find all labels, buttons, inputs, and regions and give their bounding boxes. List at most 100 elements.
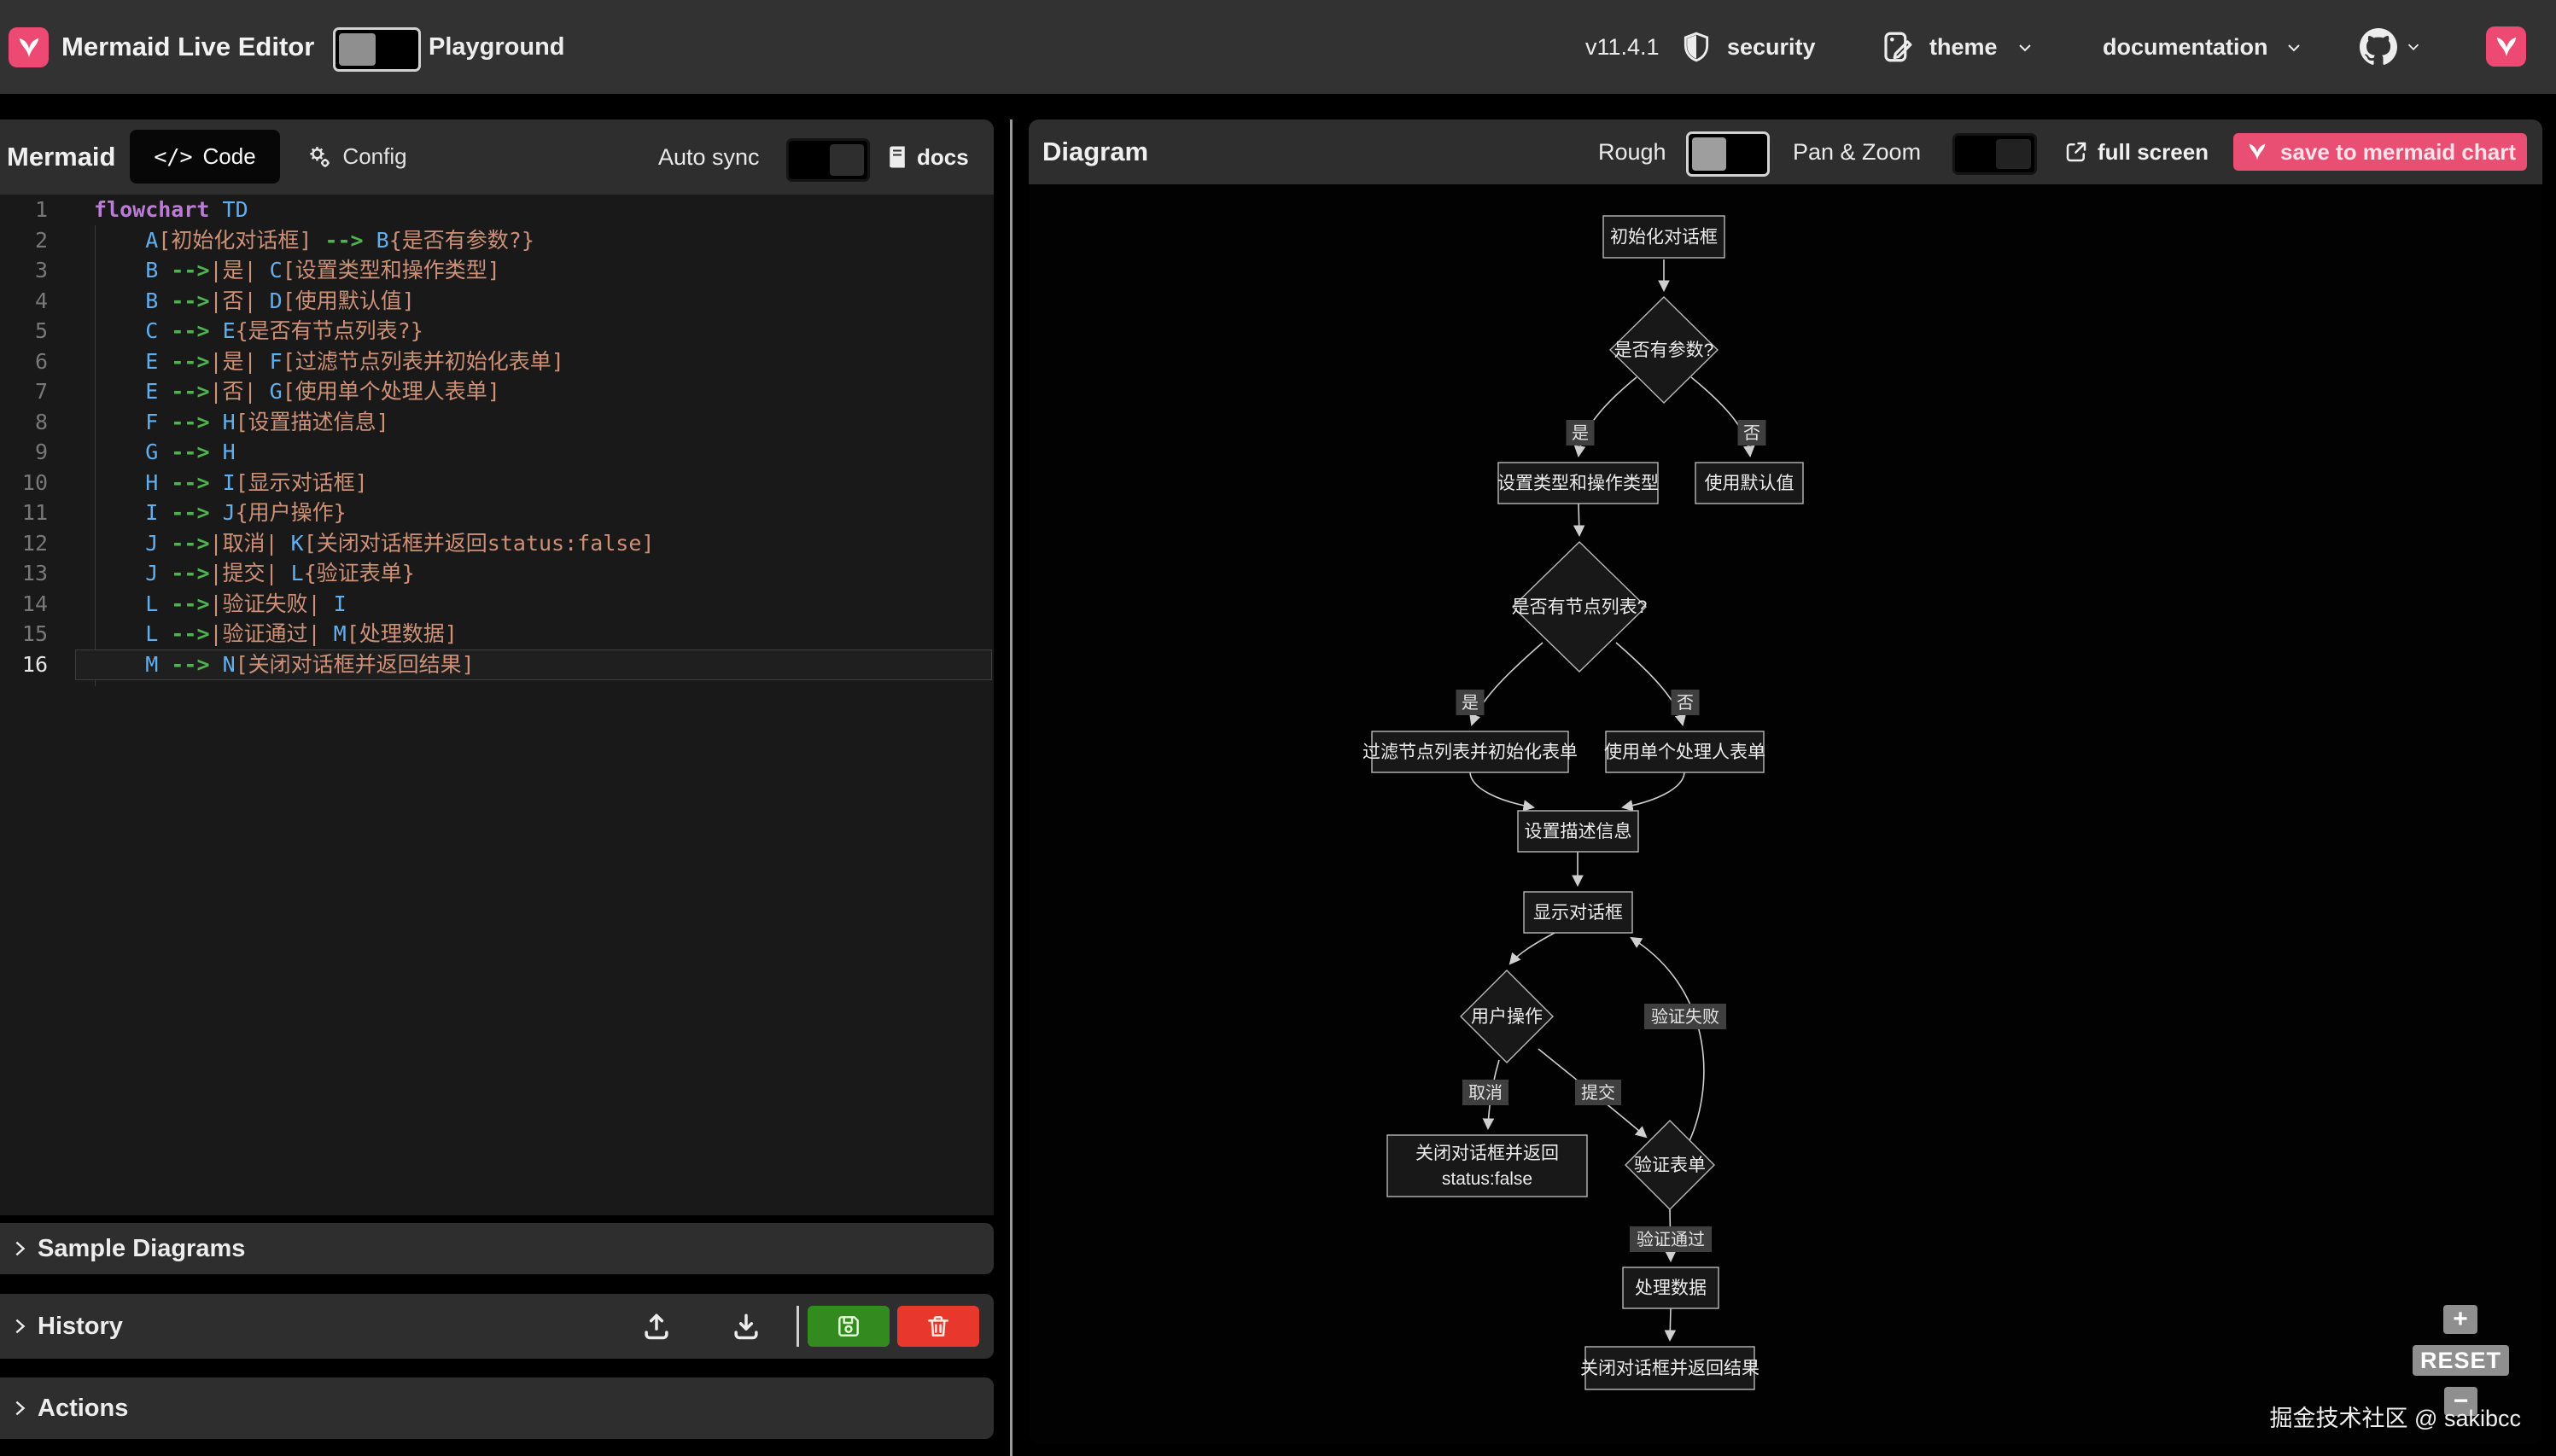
tab-config[interactable]: Config [289,130,425,183]
edge-label-bg [1630,1226,1712,1252]
code-line[interactable]: 2 A[初始化对话框] --> B{是否有参数?} [0,225,994,256]
line-number: 1 [34,197,48,222]
chevron-down-icon [2407,44,2419,51]
indent-guide [95,225,96,686]
code-line[interactable]: 5 C --> E{是否有节点列表?} [0,316,994,347]
code-line-text: I --> J{用户操作} [145,500,347,525]
line-number: 7 [34,379,48,404]
code-line[interactable]: 6 E -->|是| F[过滤节点列表并初始化表单] [0,347,994,377]
code-line[interactable]: 10 H --> I[显示对话框] [0,468,994,498]
external-link-icon [2066,142,2086,162]
code-line-text: C --> E{是否有节点列表?} [145,318,423,343]
code-line-text: G --> H [145,440,236,464]
shield-icon [1684,32,1709,62]
flow-node-G [1605,731,1765,773]
mermaid-chart-badge[interactable] [2486,26,2526,67]
panel-brand: Mermaid [7,142,116,172]
rough-toggle[interactable] [1686,131,1770,177]
playground-label: Playground [429,33,565,61]
section-actions[interactable]: Actions [0,1377,994,1439]
docs-label: docs [917,143,969,170]
code-line[interactable]: 8 F --> H[设置描述信息] [0,407,994,438]
diagram-panel-header: Diagram Rough Pan & Zoom full screen sav… [1029,119,2542,184]
documentation-menu[interactable]: documentation [2103,0,2300,94]
flow-node-M [1622,1267,1719,1309]
zoom-reset-button[interactable]: RESET [2413,1345,2509,1376]
code-line-text: flowchart TD [94,197,248,222]
diagram-canvas[interactable]: 是否是否取消提交验证失败验证通过 初始化对话框是否有参数?设置类型和操作类型使用… [1029,184,2542,1444]
code-line[interactable]: 1 flowchart TD [0,195,994,225]
flow-node-K [1386,1134,1588,1197]
flow-node-label-D: 使用默认值 [1705,474,1794,493]
auto-sync-toggle[interactable] [786,138,870,182]
code-line[interactable]: 16 M --> N[关闭对话框并返回结果] [0,649,994,680]
section-history[interactable]: History [0,1294,994,1359]
save-to-mermaid-chart-button[interactable]: save to mermaid chart [2233,133,2527,171]
code-line-text: J -->|取消| K[关闭对话框并返回status:false] [145,530,655,556]
flow-node-E [1511,541,1648,673]
playground-toggle[interactable] [333,27,421,72]
docs-button[interactable]: docs [884,119,969,195]
auto-sync-label: Auto sync [658,144,760,170]
trash-icon [928,1316,948,1337]
edge-label-bg [1456,690,1485,715]
code-line-text: L -->|验证通过| M[处理数据] [145,621,458,646]
section-sample-diagrams[interactable]: Sample Diagrams [0,1223,994,1274]
pan-zoom-toggle[interactable] [1952,133,2037,175]
zoom-in-button[interactable]: + [2443,1305,2477,1334]
edge-label: 否 [1743,424,1760,443]
mermaid-mark-icon [2249,143,2266,160]
tab-code[interactable]: </> Code [130,130,280,183]
full-screen-button[interactable]: full screen [2063,119,2209,184]
flow-node-label-A: 初始化对话框 [1610,228,1718,248]
edge-label: 是 [1462,694,1479,713]
flow-node-N [1584,1346,1755,1390]
save-history-button[interactable] [808,1306,890,1347]
tab-code-label: Code [202,143,256,169]
code-line[interactable]: 13 J -->|提交| L{验证表单} [0,558,994,589]
edge-label-bg [1566,420,1595,446]
flow-edge-I-J [1509,932,1555,965]
toggle-knob [829,144,864,176]
code-line[interactable]: 14 L -->|验证失败| I [0,589,994,620]
flow-node-J [1460,970,1554,1063]
mermaid-logo-icon[interactable] [9,27,49,67]
line-number: 11 [21,500,48,525]
code-line-text: B -->|是| C[设置类型和操作类型] [145,258,500,282]
zoom-out-button[interactable]: − [2444,1387,2477,1416]
panel-splitter[interactable] [1010,119,1012,1456]
security-label: security [1727,34,1816,60]
code-line[interactable]: 15 L -->|验证通过| M[处理数据] [0,619,994,649]
code-line[interactable]: 11 I --> J{用户操作} [0,498,994,528]
line-number: 5 [34,318,48,343]
upload-icon[interactable] [640,1310,673,1342]
code-line-text: A[初始化对话框] --> B{是否有参数?} [145,227,534,253]
edge-label: 是 [1572,424,1589,443]
flow-node-label-C: 设置类型和操作类型 [1497,474,1659,493]
flow-edge-B-C [1573,376,1637,458]
code-line[interactable]: 9 G --> H [0,437,994,468]
flow-node-label-J: 用户操作 [1471,1007,1543,1027]
edge-label: 否 [1677,694,1694,713]
line-number: 14 [21,591,48,616]
code-line[interactable]: 7 E -->|否| G[使用单个处理人表单] [0,376,994,407]
code-line-text: L -->|验证失败| I [145,591,347,616]
line-number: 6 [34,348,48,374]
chevron-right-icon [15,1241,26,1256]
code-line[interactable]: 3 B -->|是| C[设置类型和操作类型] [0,255,994,286]
download-icon[interactable] [730,1310,762,1342]
flow-node-label-H: 设置描述信息 [1525,822,1632,842]
edge-label-bg [1462,1080,1509,1105]
code-editor[interactable]: 1 flowchart TD 2 A[初始化对话框] --> B{是否有参数?}3 … [0,195,994,1215]
toggle-knob [1692,137,1727,171]
chevron-right-icon [15,1319,26,1334]
flow-node-label-B: 是否有参数? [1614,341,1714,360]
code-line[interactable]: 4 B -->|否| D[使用默认值] [0,286,994,317]
code-line[interactable]: 12 J -->|取消| K[关闭对话框并返回status:false] [0,528,994,559]
edge-label: 取消 [1468,1083,1503,1103]
flow-node-A [1602,215,1725,259]
flow-edge-E-F [1469,642,1544,726]
delete-history-button[interactable] [897,1306,979,1347]
flow-node-label-N: 关闭对话框并返回结果 [1580,1359,1759,1378]
divider [797,1306,799,1347]
